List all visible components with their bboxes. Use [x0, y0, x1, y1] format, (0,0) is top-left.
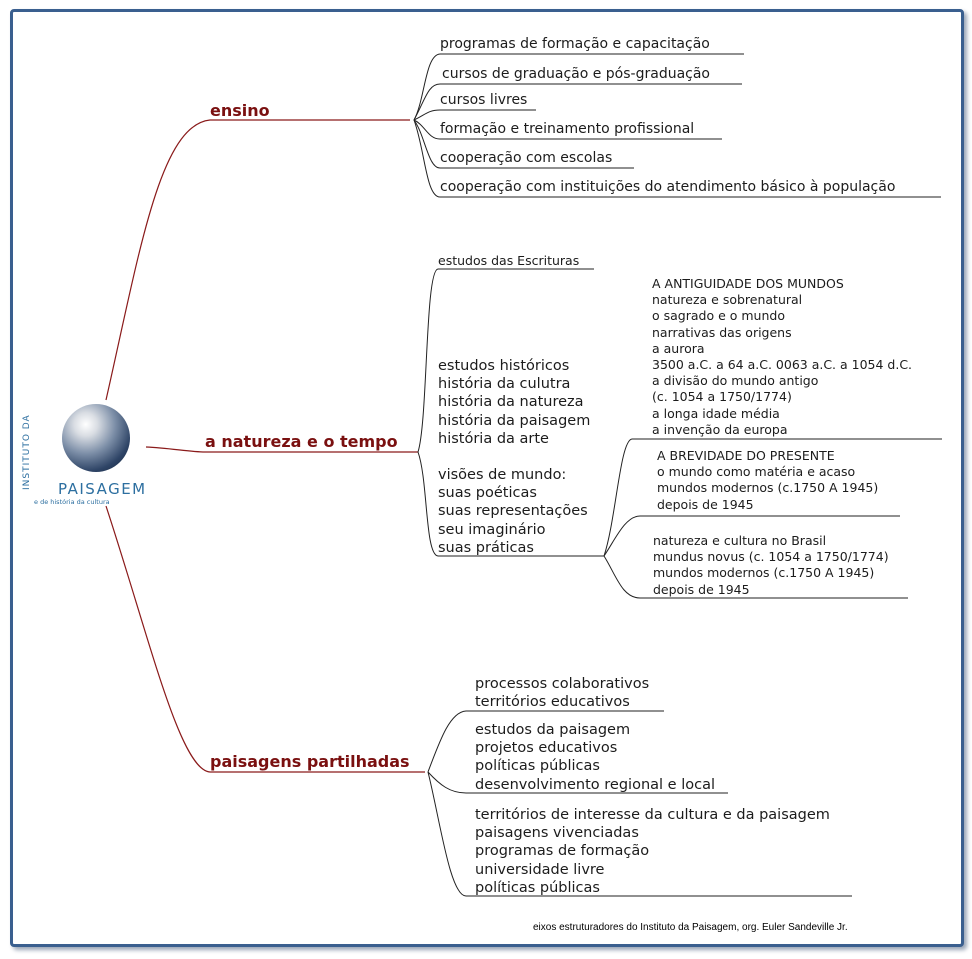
visoes-item: suas poéticas [438, 485, 537, 502]
brevidade-item: depois de 1945 [657, 496, 754, 512]
visoes-item: suas práticas [438, 539, 534, 556]
paisagens-item: paisagens vivenciadas [475, 825, 639, 842]
antiguidade-item: a longa idade média [652, 405, 780, 421]
ensino-leaf: cooperação com escolas [440, 150, 613, 166]
natureza-brevidade: A BREVIDADE DO PRESENTE o mundo como mat… [657, 448, 878, 513]
paisagens-item: políticas públicas [475, 879, 600, 896]
branch-ensino: ensino [210, 101, 270, 120]
antiguidade-item: a aurora [652, 340, 705, 356]
brasil-item: mundus novus (c. 1054 a 1750/1774) [653, 549, 889, 565]
connector-ensino-4 [413, 119, 722, 140]
connector-ensino-3 [413, 109, 536, 121]
connector-ensino [105, 119, 410, 401]
paisagens-group2: estudos da paisagem projetos educativos … [475, 721, 715, 794]
antiguidade-item: o sagrado e o mundo [652, 308, 785, 324]
natureza-brasil: natureza e cultura no Brasil mundus novu… [653, 533, 889, 598]
ensino-leaf: programas de formação e capacitação [440, 36, 710, 52]
diagram-frame [10, 9, 964, 947]
connector-ensino-2 [413, 83, 742, 121]
historicos-item: história da arte [438, 430, 549, 447]
paisagens-group3: territórios de interesse da cultura e da… [475, 806, 830, 897]
connector-escrituras [417, 268, 594, 453]
paisagens-item: territórios educativos [475, 694, 630, 711]
brasil-item: depois de 1945 [653, 581, 750, 597]
branch-paisagens: paisagens partilhadas [210, 752, 410, 771]
antiguidade-item: natureza e sobrenatural [652, 292, 803, 308]
ensino-leaf: cursos livres [440, 92, 528, 108]
globe-icon [62, 404, 130, 472]
paisagens-item: territórios de interesse da cultura e da… [475, 807, 830, 823]
connector-brasil [603, 555, 908, 599]
branch-natureza: a natureza e o tempo [205, 432, 398, 451]
natureza-antiguidade: A ANTIGUIDADE DOS MUNDOS natureza e sobr… [652, 276, 912, 438]
connector-natureza [145, 446, 418, 453]
paisagens-item: processos colaborativos [475, 676, 650, 692]
logo-side-text: INSTITUTO DA [22, 414, 32, 490]
visoes-item: visões de mundo: [438, 467, 567, 483]
brevidade-item: o mundo como matéria e acaso [657, 464, 856, 480]
brasil-item: natureza e cultura no Brasil [653, 533, 827, 548]
connector-group2 [427, 771, 728, 794]
paisagens-item: estudos da paisagem [475, 722, 631, 738]
visoes-item: seu imaginário [438, 521, 546, 538]
ensino-leaf: cooperação com instituições do atendimen… [440, 179, 896, 195]
antiguidade-item: narrativas das origens [652, 324, 792, 340]
logo-name: PAISAGEM [58, 480, 147, 498]
connector-ensino-1 [413, 53, 744, 121]
antiguidade-item: a divisão do mundo antigo [652, 373, 819, 389]
historicos-item: estudos históricos [438, 358, 570, 374]
credit-caption: eixos estruturadores do Instituto da Pai… [533, 922, 848, 933]
antiguidade-item: A ANTIGUIDADE DOS MUNDOS [652, 276, 844, 291]
visoes-item: suas representações [438, 503, 588, 520]
antiguidade-item: (c. 1054 a 1750/1774) [652, 389, 792, 405]
connector-ensino-6 [413, 119, 941, 198]
paisagens-item: políticas públicas [475, 758, 600, 775]
connector-group1 [427, 710, 664, 773]
brevidade-item: A BREVIDADE DO PRESENTE [657, 448, 835, 463]
paisagens-group1: processos colaborativos territórios educ… [475, 675, 649, 711]
paisagens-item: universidade livre [475, 861, 605, 878]
natureza-historicos: estudos históricos história da culutra h… [438, 357, 590, 448]
ensino-leaf: cursos de graduação e pós-graduação [442, 66, 710, 82]
paisagens-item: desenvolvimento regional e local [475, 776, 715, 793]
paisagens-item: projetos educativos [475, 740, 618, 757]
connector-paisagens [105, 505, 425, 773]
ensino-leaf: formação e treinamento profissional [440, 121, 695, 137]
historicos-item: história da culutra [438, 376, 571, 393]
antiguidade-item: 3500 a.C. a 64 a.C. 0063 a.C. a 1054 d.C… [652, 357, 913, 373]
logo-subtitle: e de história da cultura [34, 498, 110, 506]
paisagens-item: programas de formação [475, 843, 650, 860]
natureza-escrituras: estudos das Escrituras [438, 253, 580, 268]
historicos-item: história da natureza [438, 394, 584, 411]
brasil-item: mundos modernos (c.1750 A 1945) [653, 565, 875, 581]
connector-visoes [417, 451, 604, 557]
natureza-visoes: visões de mundo: suas poéticas suas repr… [438, 466, 588, 557]
antiguidade-item: a invenção da europa [652, 421, 788, 437]
connector-brevidade-inner [603, 515, 900, 557]
connector-ensino-5 [413, 119, 634, 169]
connector-brevidade [603, 438, 942, 557]
connector-group3 [427, 771, 852, 897]
historicos-item: história da paisagem [438, 412, 591, 429]
brevidade-item: mundos modernos (c.1750 A 1945) [657, 480, 879, 496]
